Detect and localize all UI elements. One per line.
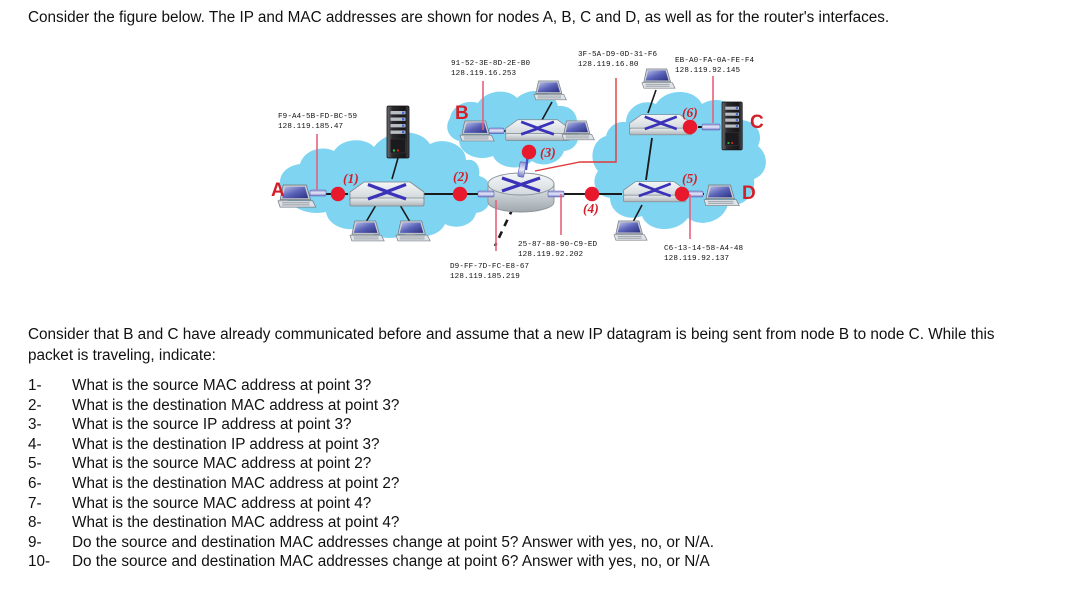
question-number: 5-	[28, 455, 42, 473]
point-2-marker	[452, 186, 468, 202]
question-item: 5- What is the source MAC address at poi…	[28, 456, 1048, 476]
question-number: 3-	[28, 416, 42, 434]
node-a-ip-label: 128.119.185.47	[278, 123, 343, 131]
question-item: 7- What is the source MAC address at poi…	[28, 494, 1048, 516]
node-c-ip-label: 128.119.92.145	[675, 67, 741, 75]
switch-a	[348, 180, 426, 208]
point-5-marker	[674, 186, 690, 202]
question-text: What is the source MAC address at point …	[72, 494, 372, 512]
router-iface-b-mac-label: 3F-5A-D9-0D-31-F6	[578, 51, 658, 59]
point-6-label: (6)	[682, 105, 698, 120]
point-markers	[330, 119, 698, 202]
question-number: 1-	[28, 377, 42, 394]
router-port-right	[547, 190, 565, 198]
question-item: 6- What is the destination MAC address a…	[28, 476, 1048, 496]
node-c-host	[721, 101, 743, 151]
router-iface-cd-ip-label: 128.119.92.202	[518, 251, 584, 259]
b-subnet-host-right	[561, 120, 595, 141]
router-interface-b-callout	[534, 78, 617, 172]
router-iface-cd-mac-label: 25-87-88-90-C9-ED	[518, 241, 598, 249]
router-iface-a-mac-label: D9-FF-7D-FC-E8-67	[450, 263, 529, 271]
node-c-letter: C	[750, 112, 764, 133]
node-a-letter: A	[271, 180, 285, 201]
point-1-label: (1)	[343, 171, 359, 186]
right-subnet-host-top	[641, 68, 676, 89]
point-2-label: (2)	[453, 169, 469, 184]
question-text: What is the destination IP address at po…	[72, 435, 380, 453]
question-item: 8- What is the destination MAC address a…	[28, 515, 1048, 535]
scenario-paragraph: Consider that B and C have already commu…	[28, 326, 995, 364]
question-item: 1- What is the source MAC address at poi…	[28, 378, 1048, 398]
question-text: What is the destination MAC address at p…	[72, 514, 400, 532]
point-1-marker	[330, 186, 346, 202]
right-subnet-host-bottom	[613, 220, 648, 241]
point-5-label: (5)	[682, 171, 698, 186]
question-item: 2- What is the destination MAC address a…	[28, 396, 1048, 418]
question-text: What is the source IP address at point 3…	[72, 416, 352, 434]
point-6-marker	[682, 119, 698, 135]
question-item: 9- Do the source and destination MAC add…	[28, 533, 1048, 555]
network-topology-figure: (1) (2) (3) (4) (5) (6) A B C D F9-A4-5B…	[270, 50, 815, 300]
node-c-nic-port	[701, 123, 721, 131]
question-text: What is the destination MAC address at p…	[72, 474, 400, 492]
router-port-left	[477, 190, 495, 198]
question-item: 3- What is the source IP address at poin…	[28, 417, 1048, 437]
intro-paragraph: Consider the figure below. The IP and MA…	[28, 9, 890, 26]
node-b-ip-label: 128.119.16.253	[451, 70, 517, 78]
question-number: 2-	[28, 396, 42, 414]
node-a-mac-label: F9-A4-5B-FD-BC-59	[278, 113, 358, 121]
question-number: 8-	[28, 514, 42, 532]
switch-b	[504, 118, 571, 142]
router-iface-a-ip-label: 128.119.185.219	[450, 273, 520, 281]
question-number: 7-	[28, 494, 42, 512]
point-3-marker	[521, 144, 537, 160]
question-item: 10- Do the source and destination MAC ad…	[28, 554, 1048, 574]
node-d-ip-label: 128.119.92.137	[664, 255, 729, 263]
question-number: 4-	[28, 435, 42, 453]
router-port-top	[517, 161, 527, 178]
node-b-nic-port	[488, 127, 505, 134]
question-list: 1- What is the source MAC address at poi…	[28, 378, 1048, 574]
router	[487, 172, 555, 213]
b-subnet-host-top	[533, 80, 567, 101]
node-b-mac-label: 91-52-3E-8D-2E-B0	[451, 60, 531, 68]
point-4-marker	[584, 186, 600, 202]
node-c-mac-label: EB-A0-FA-0A-FE-F4	[675, 57, 755, 65]
node-d-mac-label: C6-13-14-58-A4-48	[664, 245, 744, 253]
question-number: 10-	[28, 553, 51, 571]
node-b-letter: B	[455, 103, 469, 124]
question-number: 6-	[28, 474, 42, 492]
point-3-label: (3)	[540, 145, 556, 160]
question-text: What is the source MAC address at point …	[72, 455, 372, 473]
address-leader-lines	[316, 76, 714, 251]
question-text: What is the destination MAC address at p…	[72, 396, 400, 414]
question-text: What is the source MAC address at point …	[72, 377, 372, 394]
question-text: Do the source and destination MAC addres…	[72, 533, 714, 551]
question-item: 4- What is the destination IP address at…	[28, 435, 1048, 457]
question-number: 9-	[28, 533, 42, 551]
question-text: Do the source and destination MAC addres…	[72, 553, 710, 571]
left-subnet-server	[386, 105, 410, 159]
node-a-nic-port	[309, 189, 327, 197]
router-iface-b-ip-label: 128.119.16.80	[578, 61, 639, 69]
node-d-letter: D	[742, 183, 756, 204]
point-4-label: (4)	[583, 201, 599, 216]
